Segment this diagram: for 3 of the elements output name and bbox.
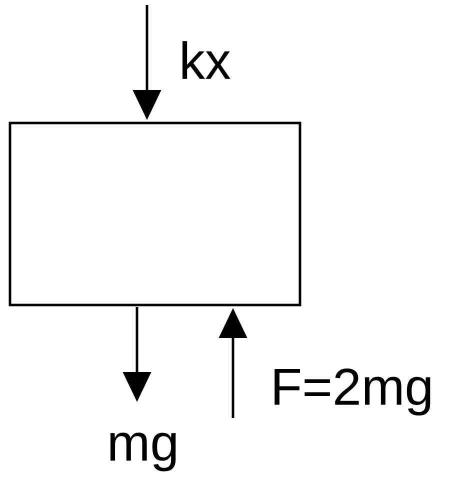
force-label: F=2mg [274, 368, 430, 416]
body-box [8, 122, 302, 306]
force-label: mg [110, 432, 176, 472]
